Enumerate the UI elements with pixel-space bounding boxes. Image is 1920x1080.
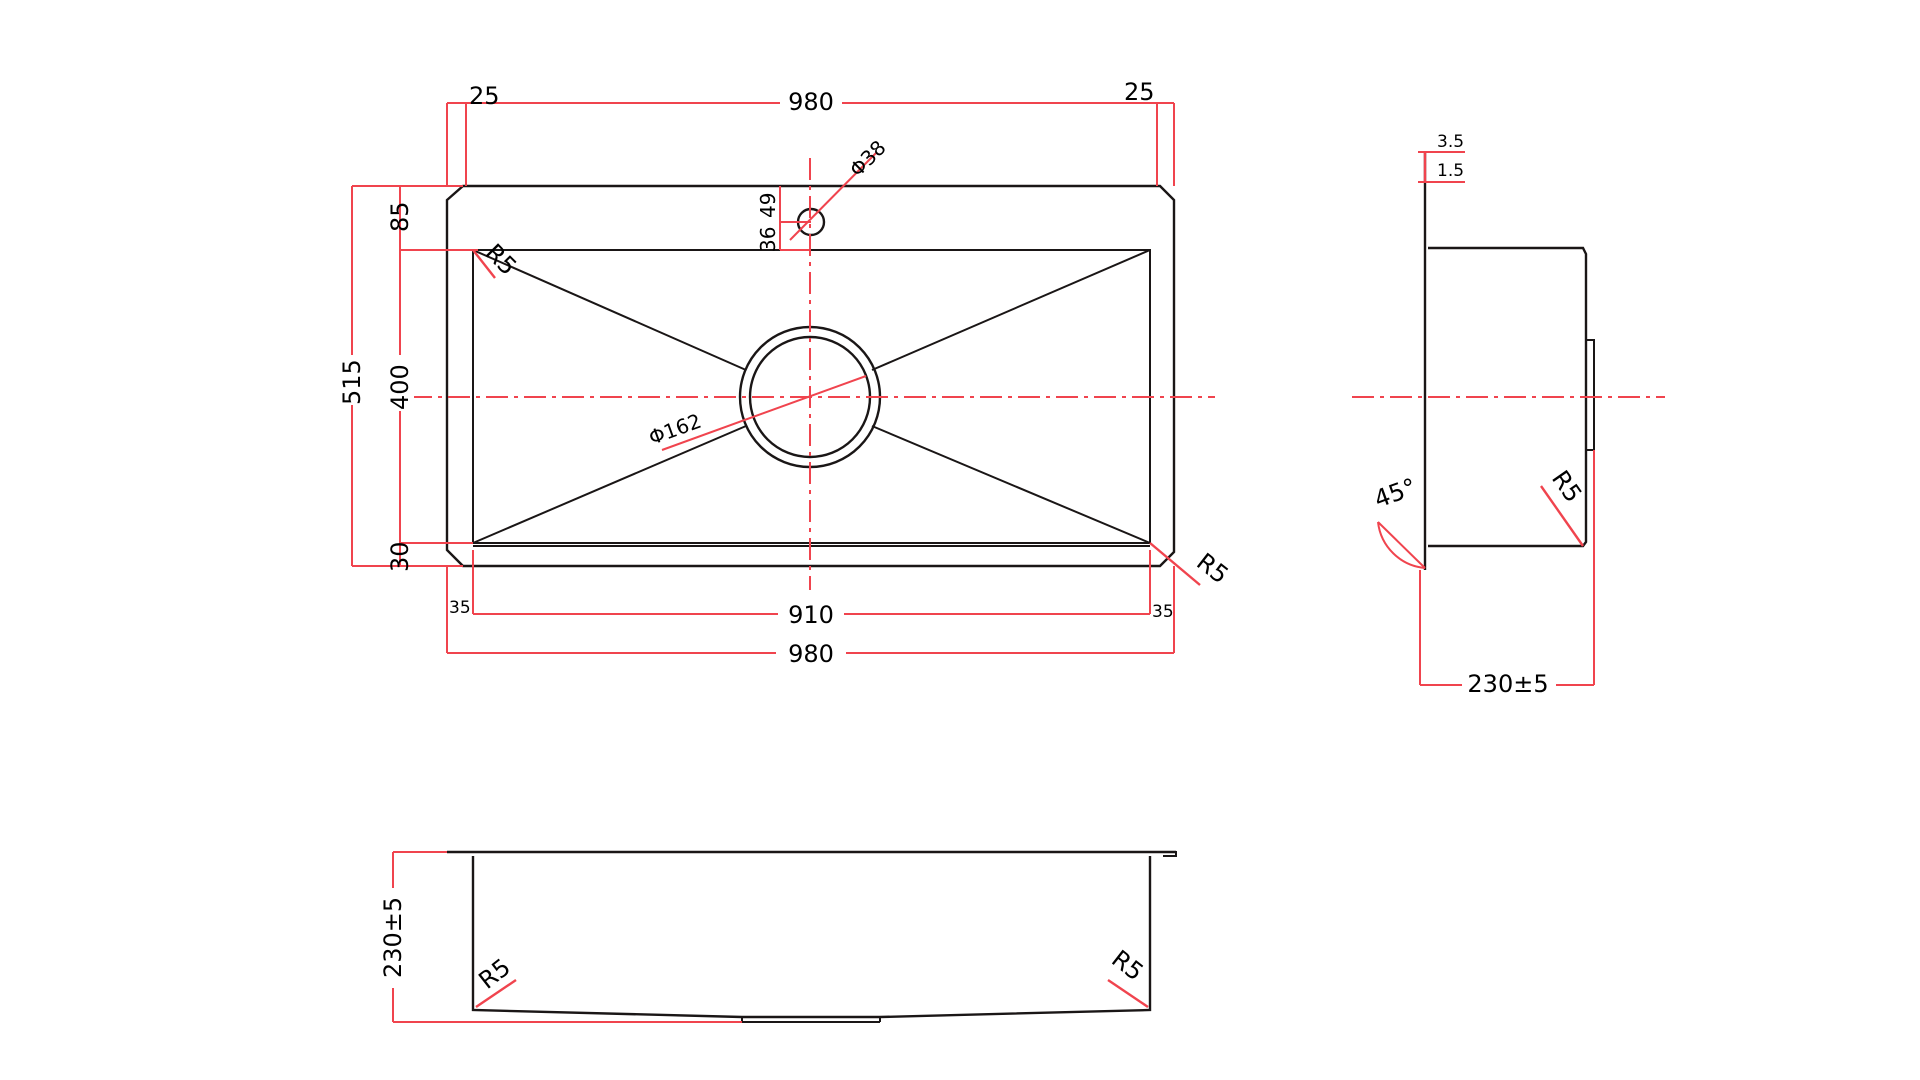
dim-side-depth: 230±5	[1467, 670, 1548, 698]
dim-angle: 45°	[1370, 473, 1420, 514]
slope-line-tl	[472, 249, 747, 371]
front-radius-leader-left	[475, 979, 517, 1008]
label-bg	[1462, 668, 1556, 698]
dim-drain: Φ162	[646, 409, 705, 450]
top-view-outer-outline	[445, 184, 1176, 568]
tap-hole-leader	[789, 151, 878, 241]
label-bg	[386, 355, 414, 411]
slope-line-bl	[472, 425, 747, 544]
slope-line-tr	[871, 249, 1151, 371]
side-view-drain-outline	[1586, 339, 1595, 451]
side-view: 3.5 1.5 45° R5 230±5	[1352, 132, 1665, 698]
front-view: 230±5 R5 R5	[378, 850, 1177, 1023]
dim-bowl-width: 910	[788, 601, 834, 629]
dim-front-radius-left: R5	[473, 953, 515, 995]
dim-tap-offset-b: 36	[756, 227, 780, 252]
dim-flange-back: 30	[386, 541, 414, 572]
dim-side-right: 35	[1152, 602, 1174, 622]
label-bg	[338, 355, 366, 405]
side-radius-leader	[1540, 485, 1584, 547]
label-bg	[778, 598, 844, 628]
front-view-bowl-outline	[471, 856, 1152, 1019]
top-view: 25 980 25 Φ38 49 36 85 515 400 30 R5 R5 …	[338, 78, 1234, 668]
label-bg	[776, 638, 846, 668]
dim-flange-front: 85	[386, 201, 414, 232]
dim-thickness-bottom: 1.5	[1437, 161, 1464, 181]
dim-flange-left: 25	[469, 82, 500, 110]
dim-radius-tl: R5	[480, 238, 522, 280]
angle-arc	[1377, 521, 1426, 569]
angle-leg	[1377, 521, 1426, 569]
dim-overall-width-bottom: 980	[788, 640, 834, 668]
drain-leader	[661, 375, 867, 451]
front-radius-leader-right	[1107, 979, 1149, 1008]
dim-front-depth: 230±5	[379, 897, 407, 978]
label-bg	[780, 88, 842, 116]
front-view-flange-right	[1163, 851, 1177, 857]
radius-leader-tl	[472, 249, 496, 279]
dim-side-left: 35	[449, 598, 471, 618]
dim-tap-hole: Φ38	[845, 135, 891, 181]
dim-tap-offset-a: 49	[756, 193, 780, 218]
dim-bowl-depth: 400	[386, 364, 414, 410]
dim-overall-width-top: 980	[788, 88, 834, 116]
dim-overall-depth: 515	[338, 359, 366, 405]
slope-line-br	[871, 425, 1151, 544]
label-bg	[378, 888, 406, 988]
dim-flange-right: 25	[1124, 78, 1155, 106]
radius-leader-br	[1149, 542, 1201, 586]
dim-front-radius-right: R5	[1106, 945, 1148, 987]
dim-thickness-top: 3.5	[1437, 132, 1464, 152]
